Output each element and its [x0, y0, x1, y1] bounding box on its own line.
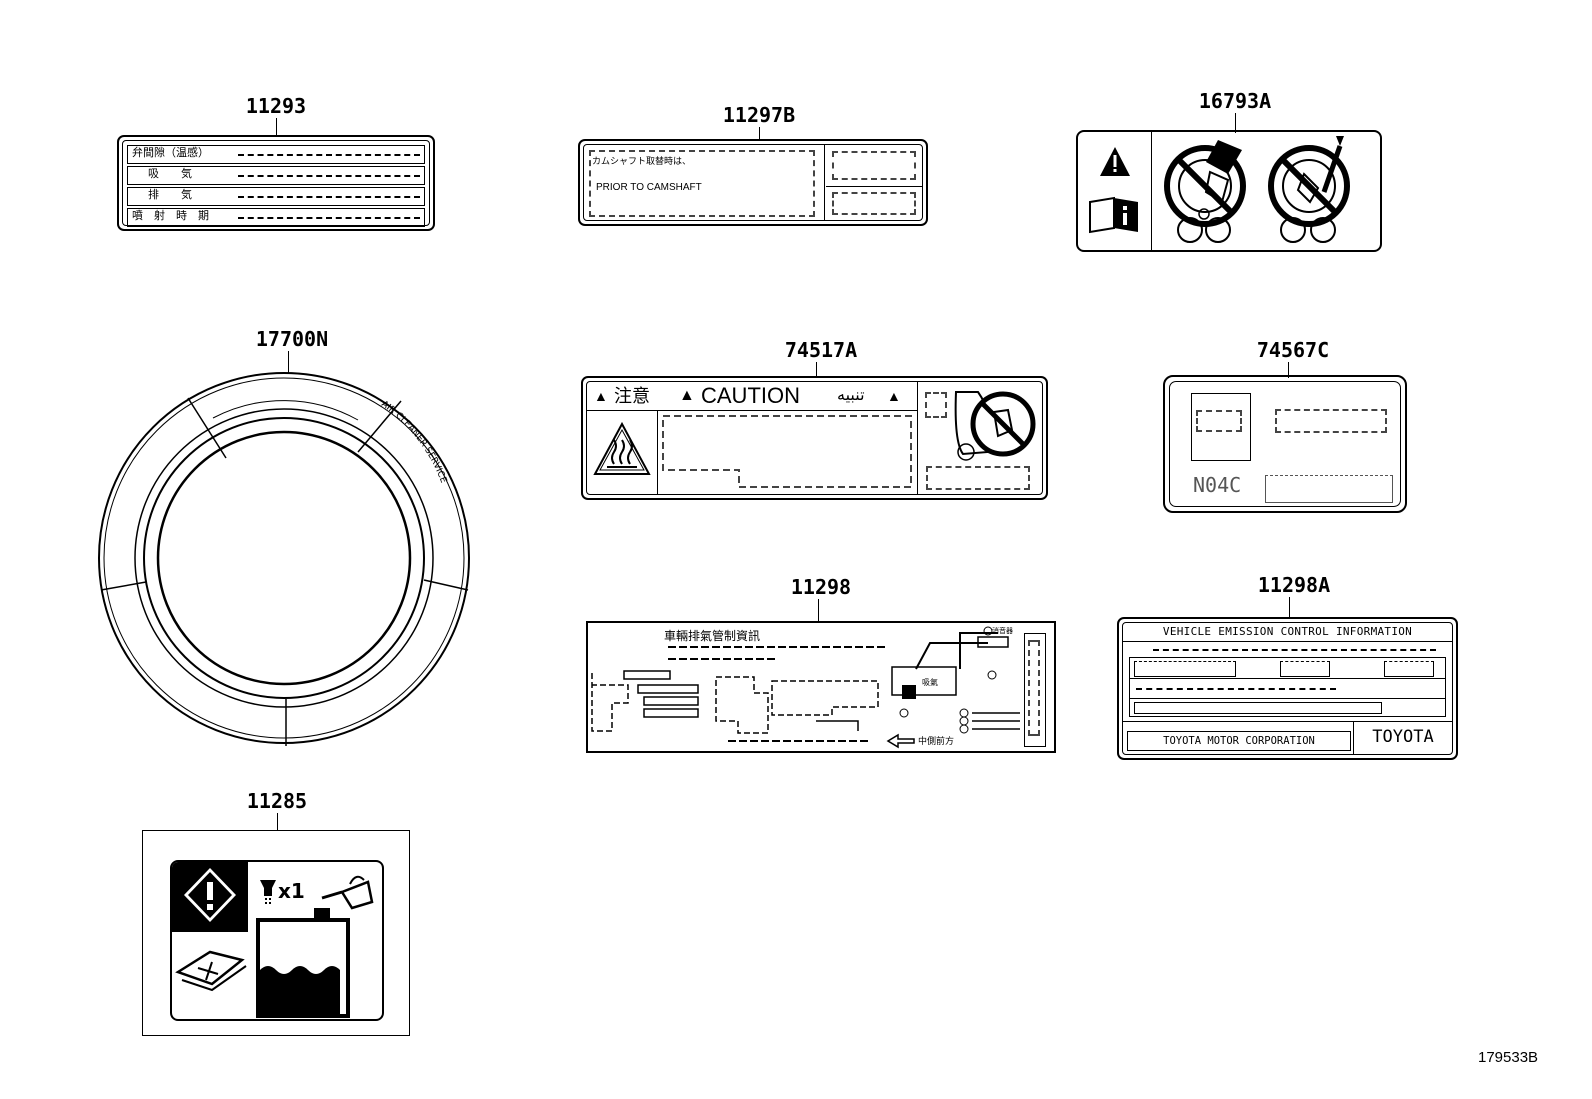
brand-text: TOYOTA — [1353, 722, 1452, 754]
camshaft-jp-text: カムシャフト取替時は、 — [592, 156, 692, 166]
part-number-11297b: 11297B — [722, 103, 796, 127]
no-tool-fan-icon — [1268, 136, 1350, 243]
part-number-11298: 11298 — [790, 575, 852, 599]
emission-info-label-11298: 車輛排氣管制資訊 中側前方 吸氣 消音器 — [586, 621, 1056, 753]
camshaft-label-11297b: カムシャフト取替時は、 PRIOR TO CAMSHAFT — [578, 139, 928, 226]
part-number-11285: 11285 — [246, 789, 308, 813]
engine-code-value-box — [1265, 475, 1393, 503]
camshaft-text-panel: カムシャフト取替時は、 PRIOR TO CAMSHAFT — [584, 145, 825, 220]
warning-triangle-icon: ▲ — [594, 388, 608, 404]
fan-warning-label-16793a — [1076, 130, 1382, 252]
caution-label-74517a: ▲ 注意 ▲ CAUTION تنبيه ▲ — [581, 376, 1048, 500]
intake-text: 吸氣 — [922, 677, 938, 687]
leader-line-11297b — [759, 127, 760, 141]
intake-text: 吸 気 — [148, 168, 192, 180]
valve-clearance-label-11293: 弁間隙（温感） 吸 気 排 気 噴 射 時 期 — [117, 135, 435, 231]
camshaft-dashed-area — [589, 150, 815, 217]
no-hand-fan-icon — [1164, 140, 1246, 243]
coolant-cap-icon — [260, 880, 276, 904]
warning-triangle-icon: ▲ — [679, 387, 695, 404]
part-number-74517a: 74517A — [784, 338, 858, 362]
air-cleaner-service-ring-text: AIR CLEANER SERVICE — [379, 399, 448, 485]
caution-text-area — [657, 410, 918, 494]
vehicle-emission-title: VEHICLE EMISSION CONTROL INFORMATION — [1123, 623, 1452, 642]
caution-ar-text: تنبيه — [837, 387, 865, 404]
exhaust-row: 排 気 — [127, 187, 425, 206]
leader-line-11298a — [1289, 597, 1290, 619]
engine-code-text: N04C — [1193, 473, 1242, 497]
emission-zh-title: 車輛排氣管制資訊 — [664, 629, 761, 643]
leader-line-16793a — [1235, 113, 1236, 133]
valve-text: 消音器 — [992, 626, 1013, 635]
engine-code-box — [1191, 393, 1251, 461]
engine-code-label-74567c: N04C — [1163, 375, 1407, 513]
quantity-text: x1 — [278, 879, 305, 903]
coolant-label-11285: x1 — [142, 830, 410, 1036]
hot-surface-icon — [593, 421, 651, 475]
emission-data-panel — [1129, 657, 1446, 717]
camshaft-box-bottom — [826, 188, 922, 220]
part-number-11298a: 11298A — [1257, 573, 1331, 597]
camshaft-en-text: PRIOR TO CAMSHAFT — [596, 182, 702, 193]
engine-code-dashed-field — [1275, 409, 1387, 433]
emission-side-box — [1024, 633, 1046, 747]
leader-line-17700n — [288, 351, 289, 373]
caution-right-panel — [917, 382, 1042, 494]
emission-footer: TOYOTA MOTOR CORPORATION TOYOTA — [1123, 721, 1452, 754]
part-number-17700n: 17700N — [255, 327, 329, 351]
read-manual-icon — [175, 950, 247, 992]
part-number-16793a: 16793A — [1198, 89, 1272, 113]
figure-id: 179533B — [1478, 1049, 1539, 1066]
camshaft-box-top — [826, 145, 922, 187]
air-cleaner-ring-label-17700n: AIR CLEANER SERVICE — [98, 368, 474, 748]
part-number-74567c: 74567C — [1256, 338, 1330, 362]
warning-diamond-icon — [184, 868, 236, 922]
coolant-reservoir-icon — [256, 908, 350, 1018]
valve-clearance-text: 弁間隙（温感） — [132, 147, 209, 159]
part-number-11293: 11293 — [245, 94, 307, 118]
emission-system-diagram: 中側前方 吸氣 消音器 — [591, 626, 1020, 749]
warning-triangle-icon — [1100, 147, 1130, 176]
manual-info-icon — [1089, 196, 1138, 234]
hot-surface-panel — [587, 410, 658, 494]
valve-clearance-row: 弁間隙（温感） — [127, 145, 425, 164]
leader-line-74567c — [1288, 362, 1289, 378]
caution-en-text: CAUTION — [701, 383, 800, 408]
intake-row: 吸 気 — [127, 166, 425, 185]
caution-header: ▲ 注意 ▲ CAUTION تنبيه ▲ — [587, 382, 918, 411]
coolant-label-inner: x1 — [170, 860, 384, 1021]
front-direction-text: 中側前方 — [918, 735, 954, 747]
injection-timing-text: 噴 射 時 期 — [132, 210, 209, 222]
no-hand-belt-icon — [954, 391, 1036, 461]
leader-line-74517a — [816, 362, 817, 378]
watering-can-icon — [321, 875, 374, 910]
injection-timing-row: 噴 射 時 期 — [127, 208, 425, 227]
vehicle-emission-label-11298a: VEHICLE EMISSION CONTROL INFORMATION TOY… — [1117, 617, 1458, 760]
exhaust-text: 排 気 — [148, 189, 192, 201]
warning-triangle-icon: ▲ — [887, 388, 901, 404]
maker-text: TOYOTA MOTOR CORPORATION — [1127, 731, 1351, 751]
leader-line-11293 — [276, 118, 277, 136]
leader-line-11298 — [818, 599, 819, 623]
leader-line-11285 — [277, 813, 278, 831]
caution-jp-text: 注意 — [614, 386, 650, 406]
